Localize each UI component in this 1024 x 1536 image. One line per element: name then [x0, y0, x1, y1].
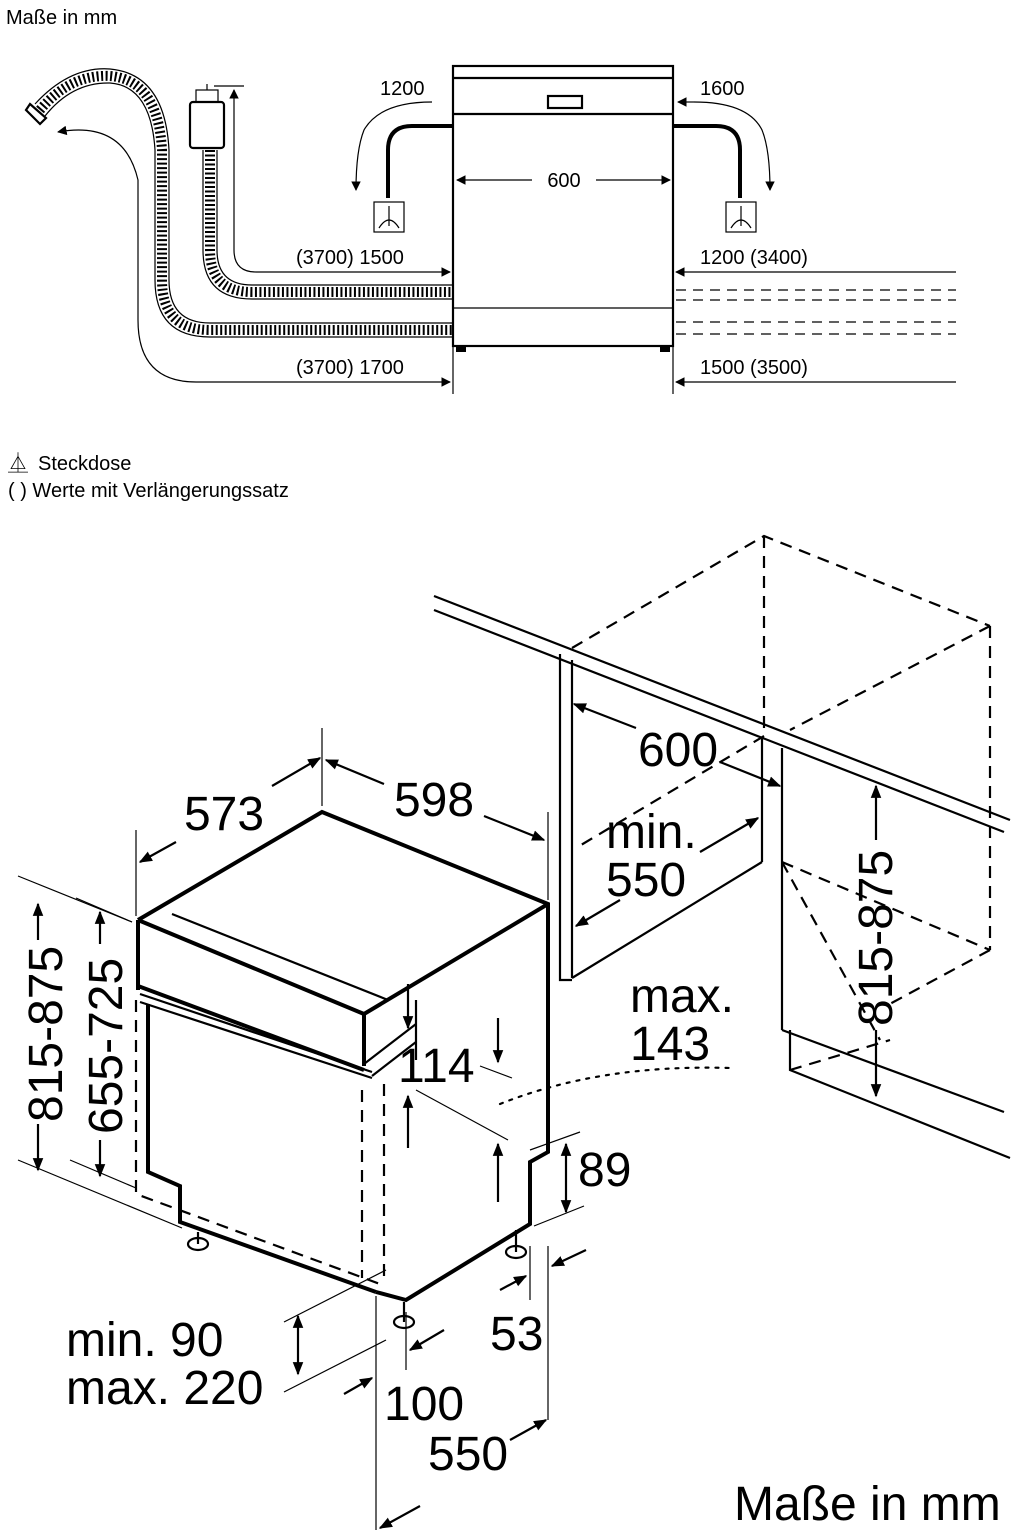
power-cable-right: 1600 [673, 78, 775, 233]
plinth-recess-dimension: 89 [529, 1131, 631, 1227]
right-hose-continuation: 1200 (3400) 1500 (3500) [452, 247, 956, 394]
vent-label-2: 143 [630, 1018, 710, 1071]
panel-drop-label: 114 [398, 1040, 475, 1093]
plinth-max-label: max. 220 [66, 1362, 263, 1415]
legend: ⏅ Steckdose ( ) Werte mit Verlängerungss… [8, 451, 289, 502]
bottom-units-label: Maße in mm [734, 1478, 1001, 1531]
dishwasher-body [134, 809, 550, 1330]
plinth-offset-dimension: 53 [490, 1246, 587, 1420]
power-cable-left: 1200 [351, 78, 453, 233]
niche-height-dimension: 815-875 [850, 784, 903, 1098]
vent-label-1: max. [630, 970, 734, 1023]
socket-legend-label: Steckdose [38, 453, 131, 475]
bottom-installation-diagram: 600 min. 550 815-875 [17, 534, 1011, 1531]
top-units-label: Maße in mm [6, 7, 117, 29]
niche-width-dimension: 600 [572, 702, 782, 788]
niche-width-label: 600 [638, 724, 718, 777]
width-top-label: 598 [394, 774, 474, 827]
socket-right-icon [725, 201, 757, 233]
plinth-offset-label: 53 [490, 1308, 543, 1361]
width-label: 600 [547, 170, 580, 192]
drain-left-label: (3700) 1500 [296, 247, 404, 269]
inlet-hose: (3700) 1700 [24, 68, 453, 387]
left-height-dimensions: 815-875 655-725 [17, 875, 183, 1229]
height-left-label: 815-875 [20, 946, 73, 1122]
inlet-left-label: (3700) 1700 [296, 357, 404, 379]
door-height-label: 655-725 [80, 958, 133, 1134]
cable-right-label: 1600 [700, 78, 745, 100]
niche-depth-dimension: min. 550 [574, 806, 760, 927]
depth-bottom-dimension: 550 [378, 1419, 548, 1529]
door-gap-label: 100 [384, 1378, 464, 1431]
niche-height-label: 815-875 [850, 850, 903, 1026]
top-depth-width-dimensions: 573 598 [135, 728, 549, 916]
inlet-right-label: 1500 (3500) [700, 357, 808, 379]
extension-legend-label: ( ) Werte mit Verlängerungssatz [8, 480, 289, 502]
door-gap-dimension: 100 [343, 1296, 464, 1530]
plinth-height-dimension: min. 90 max. 220 [66, 1269, 387, 1415]
niche-depth-label-1: min. [606, 806, 697, 859]
plinth-recess-label: 89 [578, 1144, 631, 1197]
plinth-min-label: min. 90 [66, 1314, 223, 1367]
drain-hose: (3700) 1500 [188, 84, 453, 300]
niche-depth-label-2: 550 [606, 854, 686, 907]
vent-dimension: max. 143 [498, 970, 734, 1106]
depth-top-label: 573 [184, 788, 264, 841]
drain-right-label: 1200 (3400) [700, 247, 808, 269]
socket-left-icon [373, 201, 405, 233]
appliance-front-outline [451, 64, 675, 352]
top-connection-diagram: Maße in mm 600 1200 [6, 7, 956, 502]
socket-legend-icon: ⏅ [8, 451, 28, 475]
panel-drop-dimension: 114 [398, 984, 513, 1202]
cable-left-label: 1200 [380, 78, 425, 100]
niche-cabinet [433, 534, 1011, 1160]
depth-bottom-label: 550 [428, 1428, 508, 1481]
width-dimension: 600 [456, 170, 671, 192]
